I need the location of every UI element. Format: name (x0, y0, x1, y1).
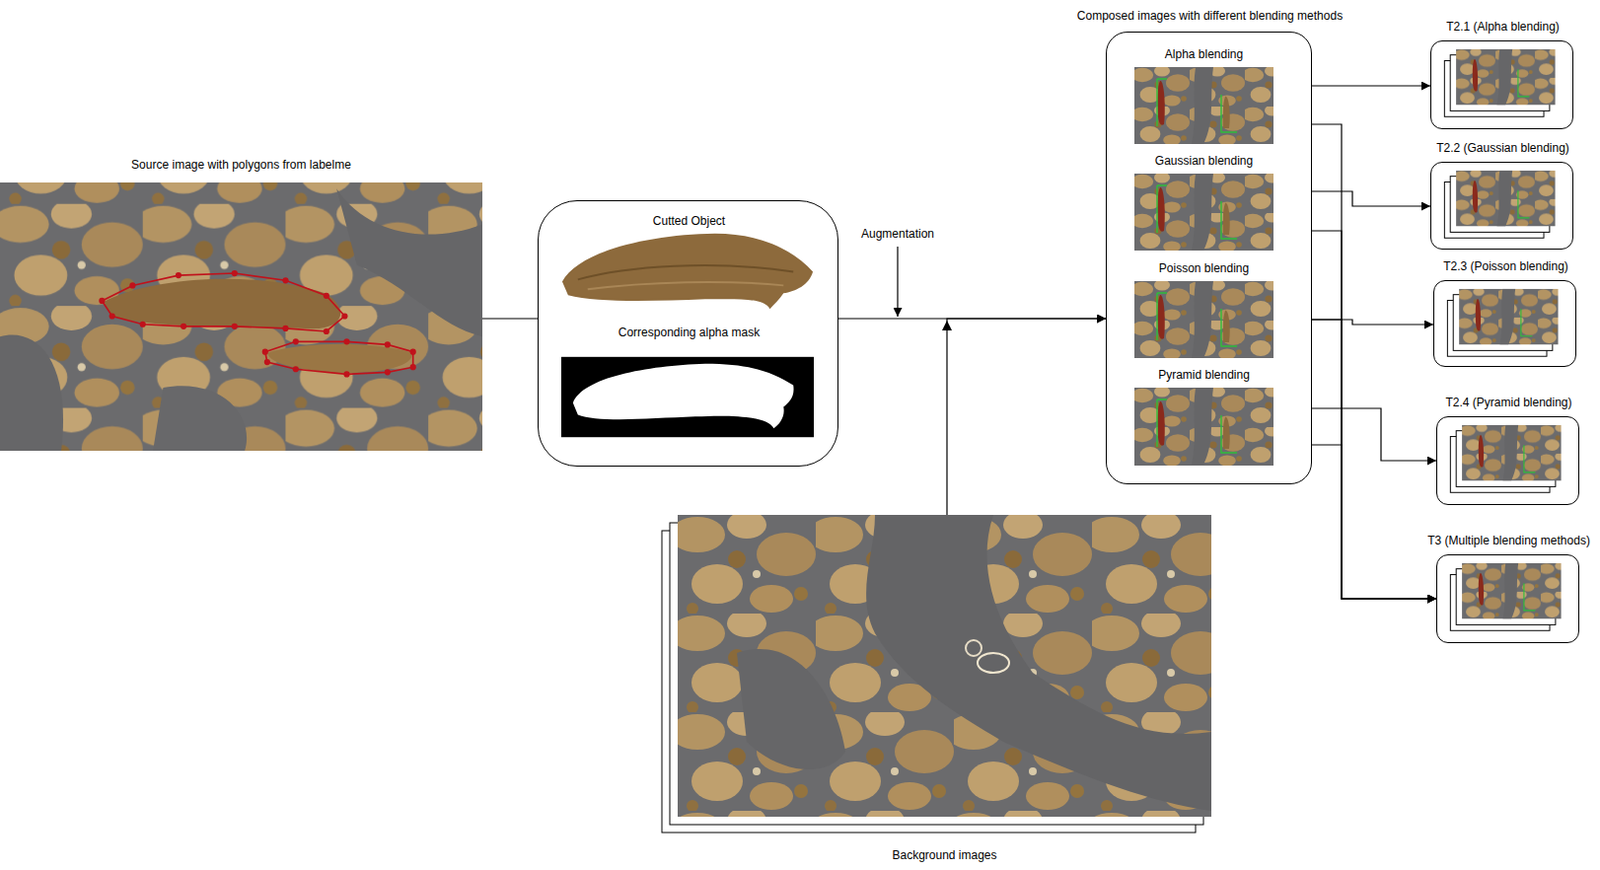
blend-image: Gaussian blending (1134, 173, 1274, 251)
dataset-box: T2.3 (Poisson blending) (1433, 280, 1577, 367)
cut-object-box: Cutted ObjectCorresponding alpha mask (537, 200, 839, 467)
dataset-box: T2.2 (Gaussian blending) (1430, 161, 1574, 250)
augmentation-arrow (896, 246, 898, 317)
annotation-label: Augmentation (861, 226, 935, 241)
node-title: T2.1 (Alpha blending) (1446, 19, 1560, 34)
node-title: Pyramid blending (1158, 367, 1250, 382)
blend-image: Alpha blending (1134, 67, 1274, 145)
node-title: Alpha blending (1164, 47, 1243, 62)
dataset-stack (1434, 281, 1576, 366)
dataset-box: T2.4 (Pyramid blending) (1436, 416, 1580, 506)
source-image-node: Source image with polygons from labelme (0, 182, 483, 451)
node-title: Source image with polygons from labelme (131, 157, 352, 172)
dataset-box: T3 (Multiple blending methods) (1436, 554, 1580, 644)
source-image (0, 182, 483, 451)
composed-image (1134, 281, 1274, 359)
blend-image: Pyramid blending (1134, 387, 1274, 466)
node-title: T2.4 (Pyramid blending) (1445, 395, 1572, 410)
background-image-node: Background images (677, 514, 1212, 817)
dataset-stack (1431, 162, 1573, 249)
node-title: Cutted Object (653, 214, 726, 228)
dataset-box: T2.1 (Alpha blending) (1430, 40, 1574, 130)
composed-image (1134, 173, 1274, 251)
node-subtitle: Corresponding alpha mask (618, 325, 760, 340)
composed-group-box: Composed images with different blending … (1105, 31, 1312, 485)
composed-image (1134, 387, 1274, 466)
node-title: T2.2 (Gaussian blending) (1436, 141, 1570, 155)
node-title: T3 (Multiple blending methods) (1427, 533, 1591, 548)
background-image (677, 514, 1212, 817)
composed-image (1134, 67, 1274, 145)
blend-image: Poisson blending (1134, 281, 1274, 359)
node-title: Composed images with different blending … (1077, 8, 1343, 23)
node-title: Gaussian blending (1155, 153, 1253, 168)
node-title: T2.3 (Poisson blending) (1443, 259, 1569, 274)
node-title: Background images (891, 848, 997, 863)
dataset-stack (1437, 417, 1579, 505)
connector-arrow (482, 317, 538, 319)
dataset-stack (1437, 555, 1579, 643)
connector-arrow (946, 318, 1106, 515)
dataset-stack (1431, 41, 1573, 129)
node-title: Poisson blending (1159, 261, 1249, 276)
